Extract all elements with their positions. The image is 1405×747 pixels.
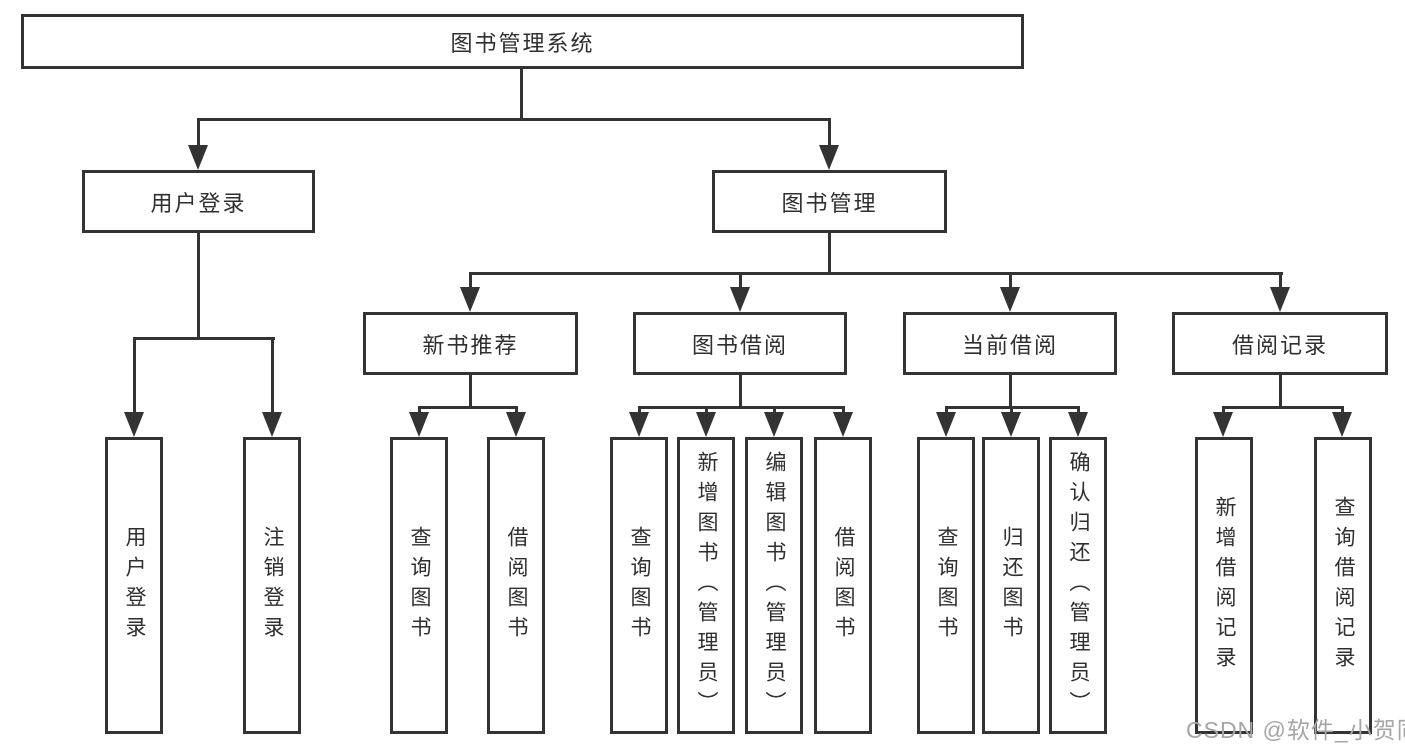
node-label: 新书推荐 [422,332,519,358]
connector-drop [1279,272,1282,288]
connector-recommend-split [418,406,518,409]
arrow-down-icon [124,412,144,437]
arrow-down-icon [1068,412,1088,437]
connector-records-split [1222,406,1344,409]
leaf-label: 新增借阅记录 [1213,495,1237,676]
leaf-borrow-books-recommend: 借阅图书 [487,437,545,734]
node-library-management-system: 图书管理系统 [21,14,1024,69]
node-current-borrowing: 当前借阅 [903,312,1117,375]
node-user-login: 用户登录 [82,170,315,233]
arrow-down-icon [936,412,956,437]
node-label: 图书管理系统 [450,30,595,56]
leaf-label: 确认归还（管理员） [1067,450,1091,721]
node-label: 图书管理 [781,190,878,216]
arrow-down-icon [629,412,649,437]
arrow-down-icon [833,412,853,437]
arrow-down-icon [460,287,480,312]
node-book-management: 图书管理 [712,170,947,233]
arrow-down-icon [730,287,750,312]
connector-drop [739,272,742,288]
node-label: 借阅记录 [1231,332,1328,358]
arrow-down-icon [409,412,429,437]
connector-current-stem [1009,375,1012,406]
arrow-down-icon [1332,412,1352,437]
connector-borrowing-split [638,406,845,409]
arrow-down-icon [1000,287,1020,312]
leaf-add-books-admin: 新增图书（管理员） [677,437,735,734]
csdn-watermark: CSDN @软件_小贺同学 [1186,717,1405,743]
leaf-label: 查询图书 [408,525,432,646]
arrow-down-icon [188,145,208,170]
arrow-down-icon [262,412,282,437]
node-label: 图书借阅 [691,332,788,358]
leaf-return-books: 归还图书 [982,437,1040,734]
leaf-label: 借阅图书 [832,525,856,646]
connector-drop [638,406,641,413]
leaf-confirm-return-admin: 确认归还（管理员） [1049,437,1107,734]
leaf-add-borrow-record: 新增借阅记录 [1195,437,1253,734]
node-label: 当前借阅 [961,332,1058,358]
connector-drop [1341,406,1344,413]
arrow-down-icon [1270,287,1290,312]
arrow-down-icon [1001,412,1021,437]
leaf-query-books-current: 查询图书 [917,437,975,734]
arrow-down-icon [764,412,784,437]
connector-root-stem [520,69,523,118]
leaf-edit-books-admin: 编辑图书（管理员） [745,437,803,734]
connector-drop [271,337,274,413]
connector-drop [1010,406,1013,413]
connector-drop [1222,406,1225,413]
connector-root-split [197,118,831,121]
leaf-query-books-recommend: 查询图书 [390,437,448,734]
node-borrowing-records: 借阅记录 [1172,312,1388,375]
leaf-label: 查询图书 [935,525,959,646]
connector-drop [1009,272,1012,288]
connector-user-login-stem [197,232,200,337]
connector-drop [1077,406,1080,413]
connector-drop [133,337,136,413]
leaf-label: 编辑图书（管理员） [763,450,787,721]
connector-drop [469,272,472,288]
leaf-borrow-books: 借阅图书 [814,437,872,734]
connector-book-mgmt-split [469,272,1283,275]
arrow-down-icon [696,412,716,437]
connector-drop [828,118,831,146]
leaf-label: 用户登录 [123,525,147,646]
connector-drop [842,406,845,413]
leaf-query-borrow-record: 查询借阅记录 [1314,437,1372,734]
node-label: 用户登录 [150,190,247,216]
connector-drop [945,406,948,413]
connector-drop [515,406,518,413]
connector-drop [418,406,421,413]
connector-drop [197,118,200,146]
leaf-label: 注销登录 [261,525,285,646]
leaf-label: 借阅图书 [505,525,529,646]
arrow-down-icon [1213,412,1233,437]
connector-user-login-split [133,337,275,340]
leaf-label: 查询图书 [628,525,652,646]
connector-book-mgmt-stem [828,232,831,272]
leaf-label: 归还图书 [1000,525,1024,646]
arrow-down-icon [506,412,526,437]
connector-borrowing-stem [739,375,742,406]
leaf-label: 查询借阅记录 [1332,495,1356,676]
leaf-user-login: 用户登录 [105,437,163,734]
connector-drop [773,406,776,413]
arrow-down-icon [819,145,839,170]
connector-drop [705,406,708,413]
node-new-book-recommendation: 新书推荐 [363,312,578,375]
leaf-query-books-borrow: 查询图书 [610,437,668,734]
connector-recommend-stem [469,375,472,406]
leaf-label: 新增图书（管理员） [695,450,719,721]
node-book-borrowing: 图书借阅 [633,312,847,375]
leaf-logout: 注销登录 [243,437,301,734]
connector-records-stem [1279,375,1282,406]
